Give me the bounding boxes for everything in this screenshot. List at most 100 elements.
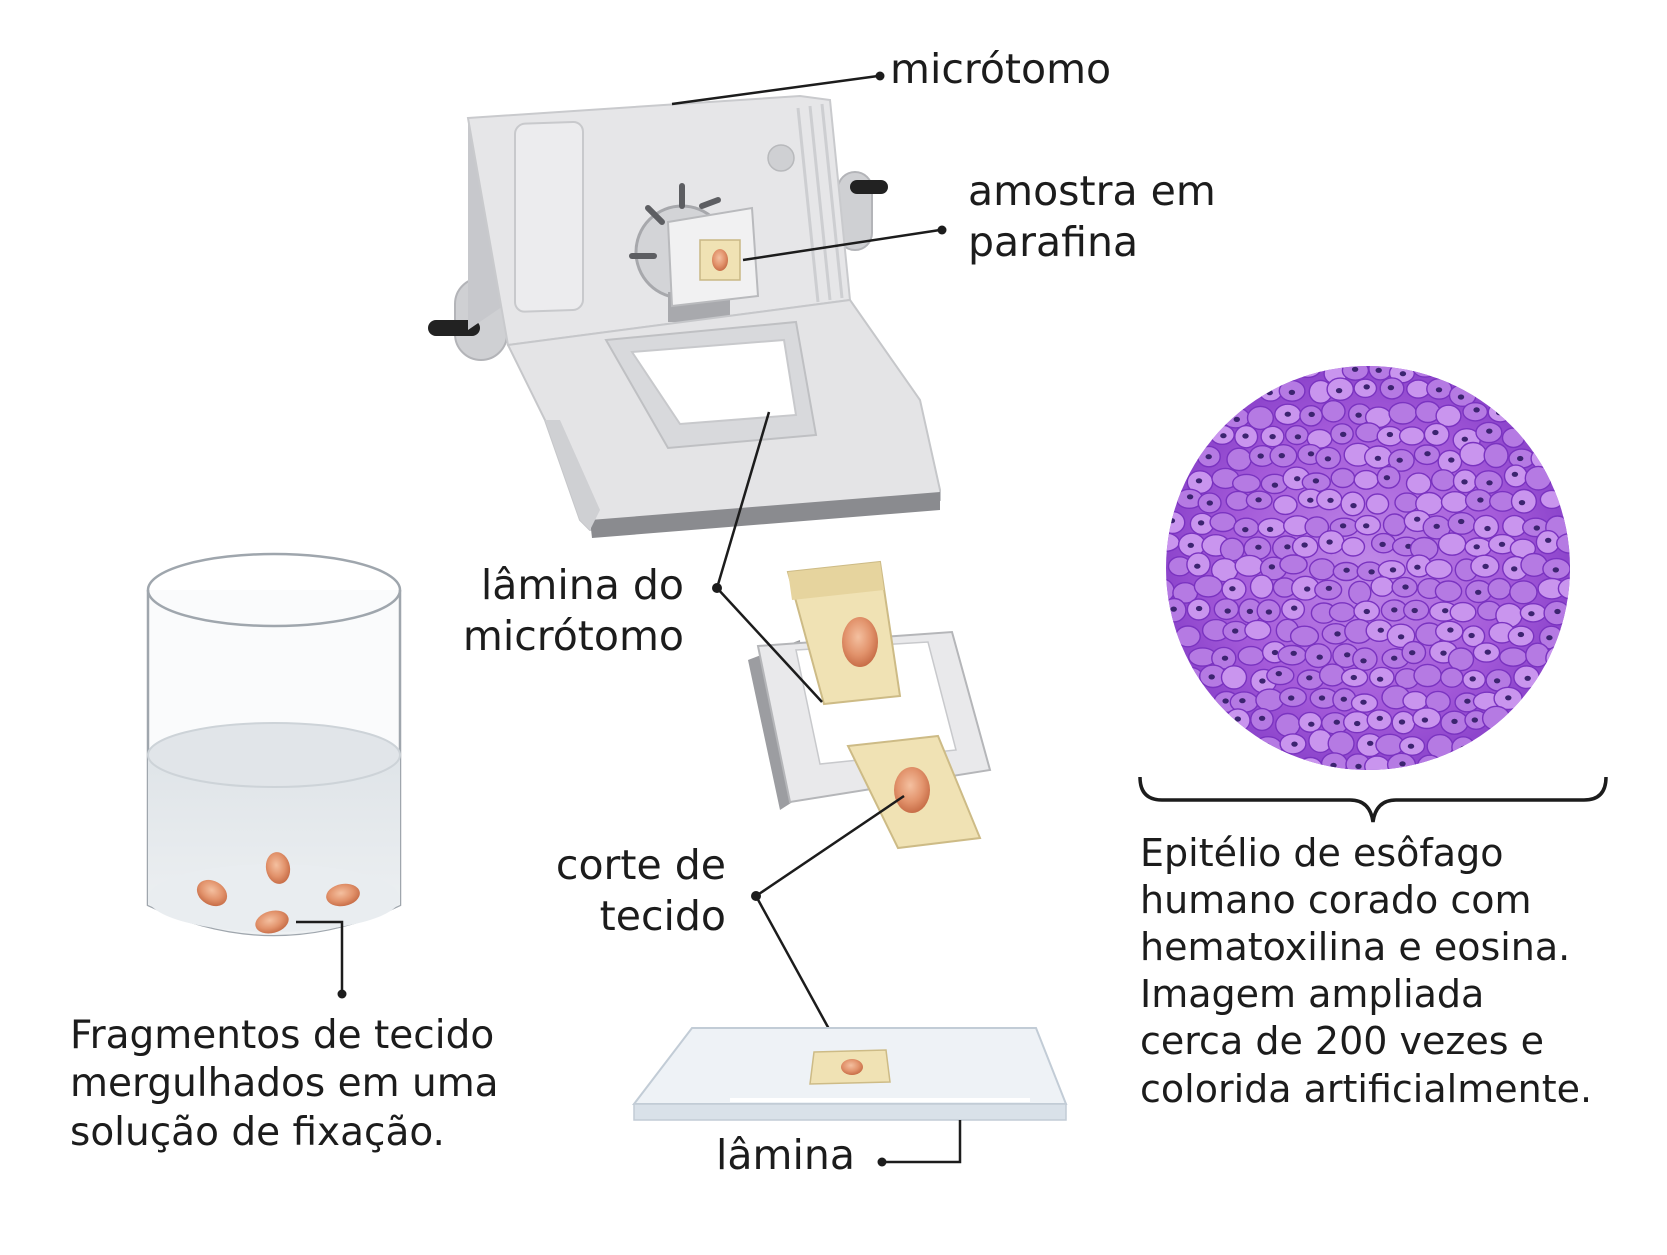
epithelial-cell (1308, 558, 1336, 581)
microtome-label-text: micrótomo (890, 45, 1112, 93)
microtome-machine (428, 71, 947, 538)
epithelium-label-line: cerca de 200 vezes e (1140, 1019, 1544, 1064)
cell-nucleus (1511, 566, 1518, 572)
epithelial-cell (1402, 690, 1429, 711)
fragments-callout-line (296, 920, 344, 992)
section-label-line: tecido (599, 891, 726, 940)
epithelial-cell (1437, 532, 1467, 556)
epithelial-cell (1166, 532, 1181, 553)
cell-nucleus (1389, 567, 1397, 573)
slide-label: lâmina (716, 1130, 855, 1181)
cell-nucleus (1350, 674, 1358, 681)
cell-nucleus (1517, 631, 1525, 638)
epithelial-cell (1275, 712, 1301, 737)
cell-nucleus (1324, 456, 1332, 462)
epithelial-cell (1249, 574, 1274, 600)
cell-nucleus (1484, 525, 1491, 532)
epithelium-label-line: colorida artificialmente. (1140, 1066, 1593, 1111)
cell-nucleus (1461, 436, 1469, 442)
cell-nucleus (1376, 715, 1384, 721)
cell-nucleus (1257, 453, 1264, 459)
cell-nucleus (1258, 715, 1266, 721)
sample-label-line: amostra em (968, 167, 1216, 215)
cell-nucleus (1486, 480, 1493, 486)
cell-nucleus (1266, 526, 1274, 533)
cell-nucleus (1448, 457, 1455, 463)
cell-nucleus (1330, 762, 1337, 769)
epithelial-cell (1440, 491, 1469, 514)
epithelial-cell (1498, 647, 1528, 667)
cell-nucleus (1266, 390, 1273, 396)
cell-nucleus (1432, 429, 1439, 436)
cell-nucleus (1409, 650, 1416, 656)
cell-nucleus (1275, 671, 1283, 677)
cell-nucleus (1458, 518, 1465, 525)
epithelial-cell (1487, 577, 1512, 600)
epithelium-label: Epitélio de esôfago humano corado com he… (1140, 830, 1592, 1113)
tissue-in-paraffin (712, 249, 728, 271)
cell-nucleus (1339, 523, 1347, 529)
epithelial-cell (1398, 426, 1426, 446)
epithelial-cell (1294, 366, 1322, 379)
epithelial-cell (1449, 601, 1477, 623)
cell-nucleus (1197, 520, 1205, 526)
cell-nucleus (1379, 541, 1386, 548)
cell-nucleus (1376, 676, 1384, 682)
cell-nucleus (1424, 451, 1431, 457)
cell-nucleus (1442, 608, 1449, 614)
cell-nucleus (1473, 544, 1480, 550)
cell-nucleus (1511, 471, 1519, 477)
cell-nucleus (1255, 497, 1262, 503)
cell-nucleus (1354, 720, 1361, 727)
microtome-panel (514, 120, 584, 313)
blade-callout-line-upper (715, 411, 771, 589)
cell-nucleus (1195, 478, 1203, 484)
cell-nucleus (1268, 564, 1276, 570)
cell-nucleus (1457, 394, 1465, 400)
cell-nucleus (1517, 455, 1524, 462)
tissue-fragment (255, 910, 289, 934)
cell-nucleus (1477, 497, 1484, 503)
cell-nucleus (1505, 695, 1512, 701)
sample-label: amostra em parafina (968, 166, 1216, 268)
cell-nucleus (1435, 387, 1443, 393)
fragments-label-line: mergulhados em uma (70, 1061, 499, 1107)
cell-nucleus (1493, 678, 1501, 684)
cell-nucleus (1422, 366, 1430, 371)
cell-nucleus (1309, 764, 1316, 770)
epithelial-cell (1297, 756, 1324, 770)
epithelial-cell (1193, 575, 1223, 598)
cell-nucleus (1195, 605, 1203, 612)
epithelial-cell (1481, 705, 1511, 731)
cell-nucleus (1464, 698, 1471, 704)
cell-nucleus (1447, 627, 1454, 633)
cell-nucleus (1294, 434, 1302, 440)
epithelium-label-line: Epitélio de esôfago (1140, 831, 1504, 875)
section-label-line: corte de (555, 841, 726, 889)
cell-nucleus (1259, 678, 1266, 684)
epithelial-cell (1237, 645, 1265, 666)
cell-nucleus (1363, 608, 1371, 615)
cell-nucleus (1303, 366, 1310, 369)
microtome-button (767, 144, 795, 172)
cell-nucleus (1387, 385, 1395, 391)
cell-nucleus (1397, 634, 1405, 640)
cell-nucleus (1206, 500, 1214, 506)
epithelial-cell (1426, 733, 1454, 759)
cell-nucleus (1291, 605, 1298, 611)
solution-surface (147, 722, 401, 788)
cell-nucleus (1308, 411, 1315, 417)
microtome-base-bottom (590, 492, 940, 538)
cell-nucleus (1496, 410, 1503, 416)
cell-nucleus (1288, 389, 1296, 395)
fragments-label-line: Fragmentos de tecido (70, 1013, 495, 1058)
section-label: corte de tecido (520, 840, 726, 942)
epithelial-cell (1304, 516, 1330, 538)
cell-nucleus (1308, 721, 1315, 727)
epithelium-label-line: Imagem ampliada (1140, 972, 1485, 1017)
epithelial-cell (1327, 730, 1355, 757)
cell-nucleus (1360, 699, 1367, 705)
epithelial-cell (1434, 580, 1463, 603)
cell-nucleus (1399, 371, 1407, 377)
